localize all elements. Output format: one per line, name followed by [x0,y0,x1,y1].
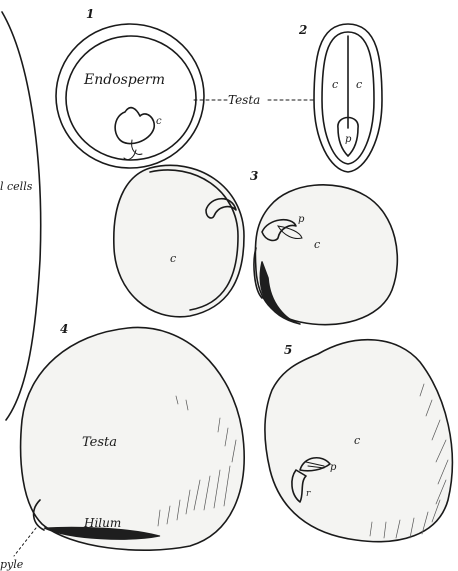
fig1-seed-section: 1 Endosperm c [56,7,204,168]
fig1-embryo [115,108,154,144]
fig3-c-right-label: c [314,238,320,251]
cells-label: l cells [0,180,33,193]
fig2-p-label: p [345,134,352,145]
fig5-p-label: p [330,462,337,473]
fig5-c-label: c [354,434,360,447]
fig5-embryo-exterior: 5 c p r [265,340,452,542]
fig3-p-label: p [298,214,305,225]
testa-label-top: Testa [228,93,260,107]
fig4-number: 4 [60,322,68,336]
fig2-number: 2 [298,23,307,37]
endosperm-label: Endosperm [83,72,165,88]
left-cell-wall [2,12,41,420]
fig5-r-label: r [306,489,311,499]
fig3-left-cotyledon [114,165,244,316]
fig3-number: 3 [250,169,258,183]
fig1-c-label: c [156,116,162,127]
testa-label-fig4: Testa [82,435,117,450]
fig4-seed-exterior: 4 Testa Hilum pyle [0,322,244,571]
hilum-label: Hilum [83,516,121,530]
fig3-c-left-label: c [170,252,176,265]
micropyle-label: pyle [0,558,24,571]
fig2-c-right-label: c [356,78,362,91]
fig5-number: 5 [284,343,292,357]
fig3-opened-cotyledons: 3 c p c [114,165,398,324]
fig2-seed-longitudinal: 2 c c p [298,23,382,172]
fig4-seed-outline [21,327,245,550]
fig2-c-left-label: c [332,78,338,91]
fig1-number: 1 [86,7,94,21]
